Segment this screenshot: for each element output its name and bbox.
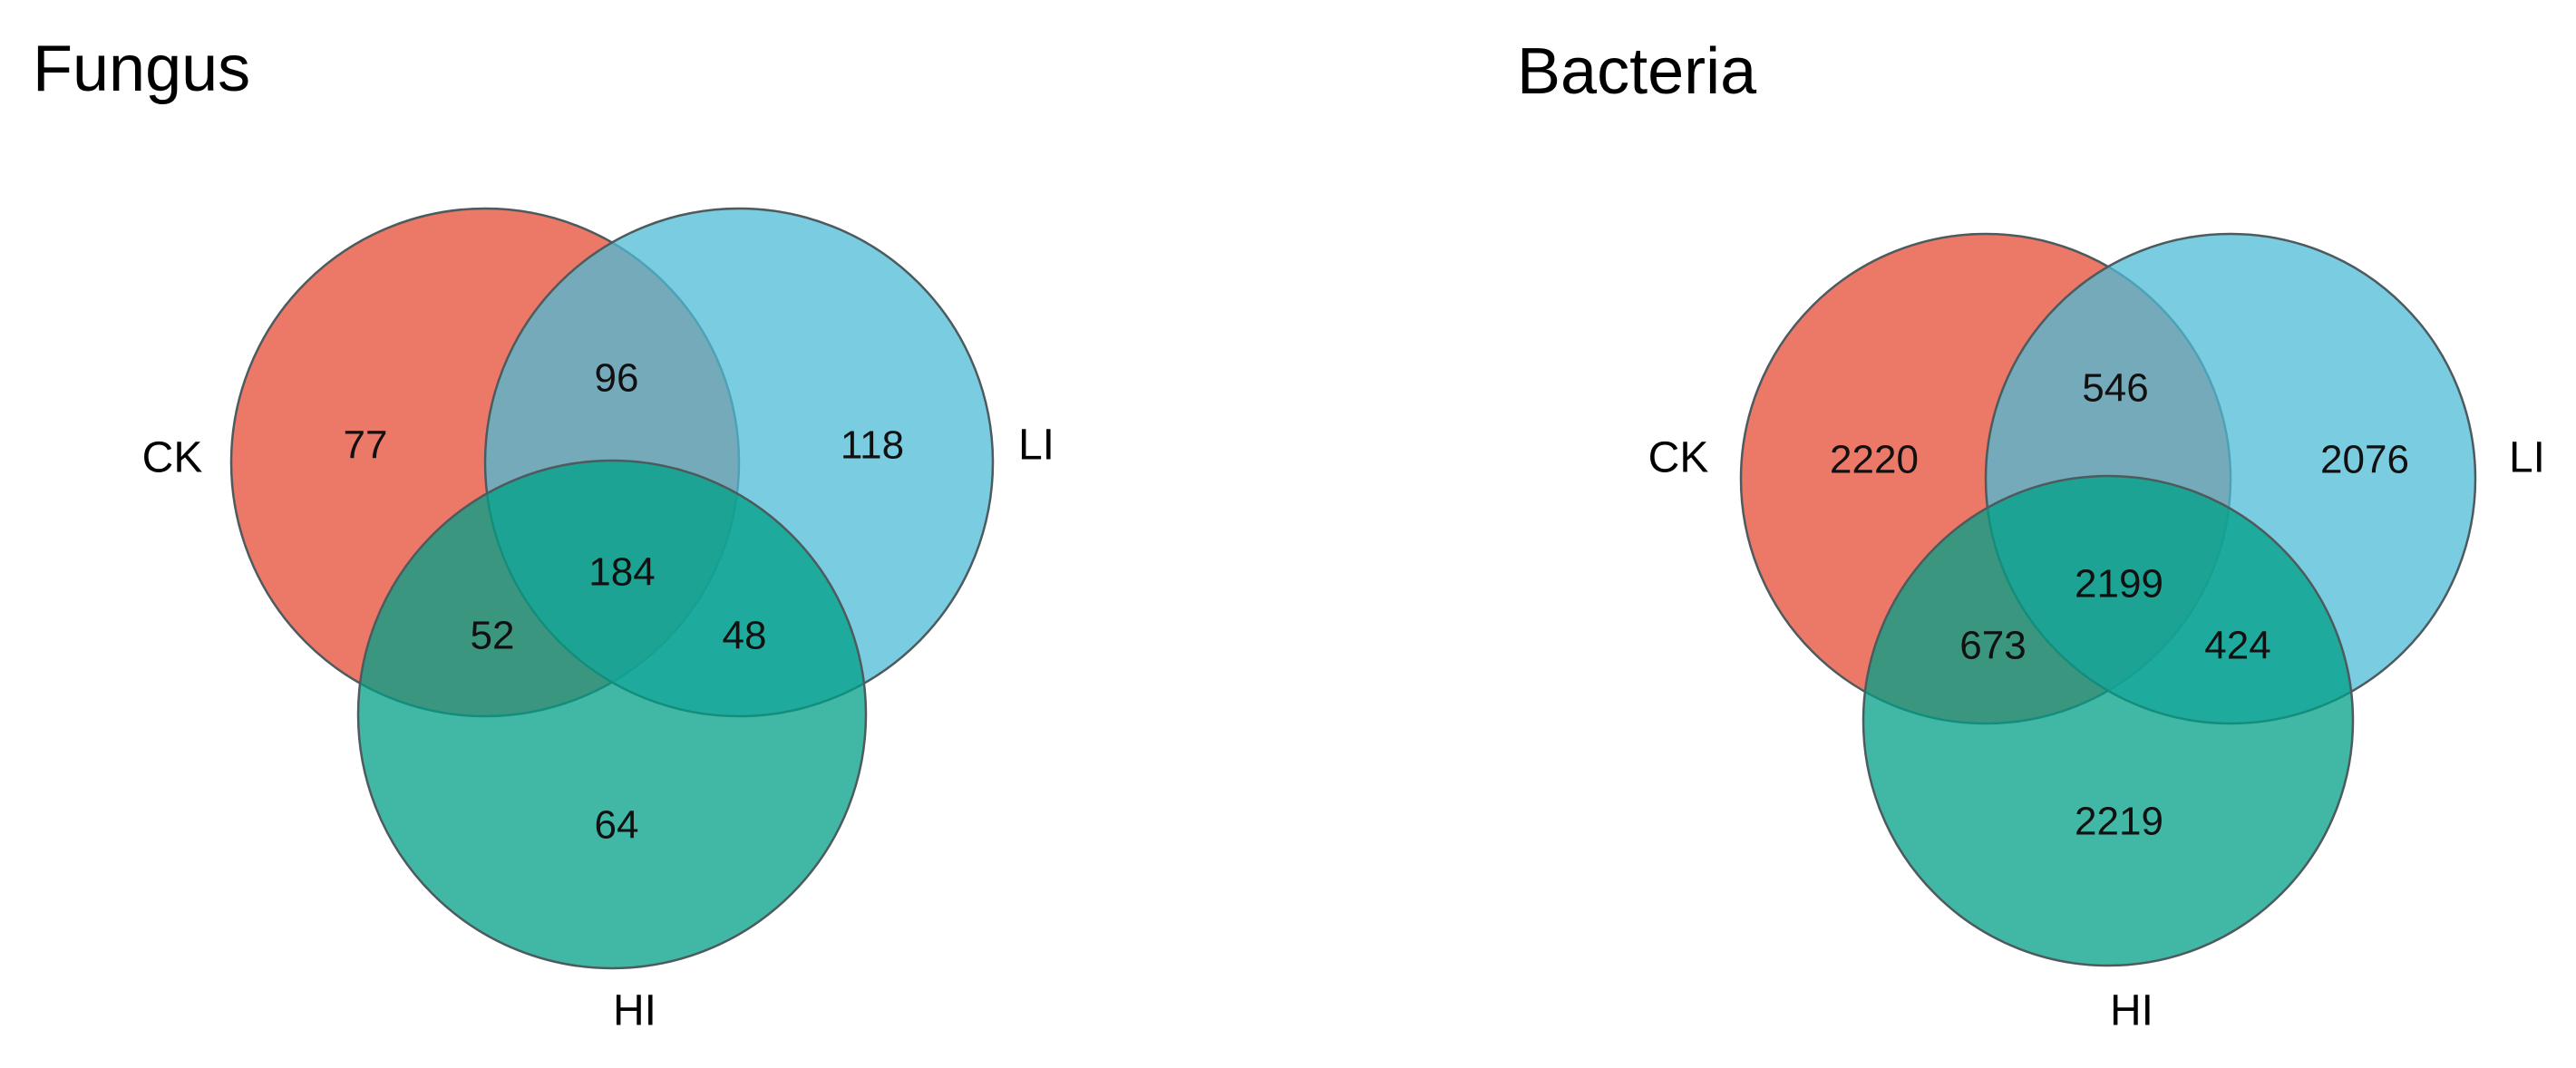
- count-li-hi: 424: [2204, 624, 2270, 668]
- count-hi-only: 64: [595, 803, 639, 848]
- count-ck-hi: 673: [1959, 624, 2026, 668]
- set-label-li: LI: [2509, 434, 2545, 482]
- panel-title: Fungus: [33, 33, 250, 105]
- count-ck-only: 2220: [1830, 438, 1919, 482]
- panel-title: Bacteria: [1517, 35, 1757, 108]
- venn-panel-fungus: Fungus CK LI HI 77 118 64 96 52 48 184: [33, 33, 1055, 1035]
- count-ck-li-hi: 184: [588, 550, 655, 595]
- count-ck-li: 546: [2082, 366, 2148, 411]
- set-label-hi: HI: [613, 987, 656, 1035]
- count-li-only: 2076: [2320, 438, 2409, 482]
- count-ck-li: 96: [595, 356, 639, 401]
- circle-hi: [356, 459, 868, 970]
- count-hi-only: 2219: [2075, 800, 2163, 844]
- set-label-ck: CK: [142, 434, 203, 482]
- count-ck-only: 77: [344, 423, 388, 468]
- set-label-ck: CK: [1648, 434, 1709, 482]
- count-ck-li-hi: 2199: [2075, 562, 2163, 607]
- circle-hi: [1862, 474, 2355, 967]
- count-li-hi: 48: [723, 614, 767, 658]
- count-li-only: 118: [841, 423, 904, 468]
- count-ck-hi: 52: [471, 614, 515, 658]
- set-label-li: LI: [1018, 422, 1055, 470]
- set-label-hi: HI: [2110, 987, 2153, 1035]
- venn-panel-bacteria: Bacteria CK LI HI 2220 2076 2219 546 673…: [1517, 35, 2545, 1035]
